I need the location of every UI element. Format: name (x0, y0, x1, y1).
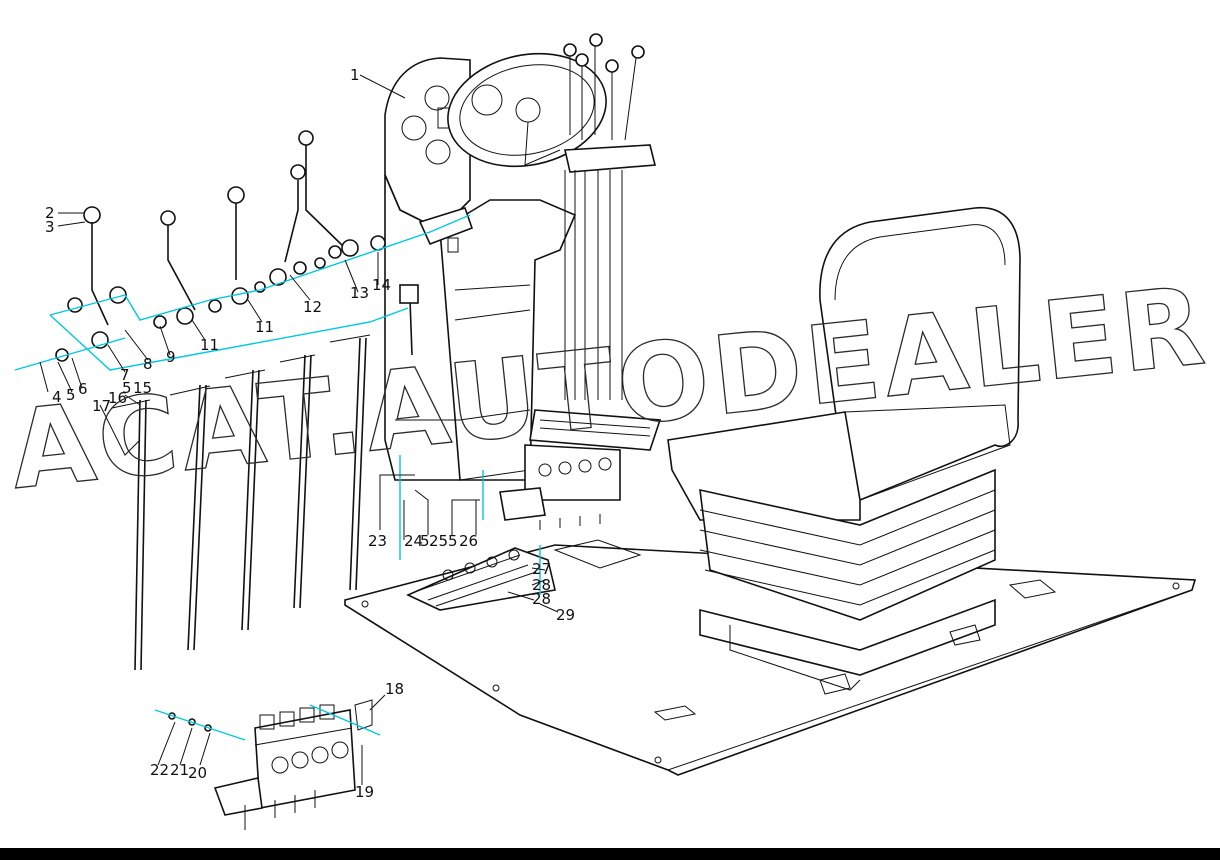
leader-lines (39, 74, 559, 785)
label-part-18: 18 (385, 680, 404, 698)
floor-boot (406, 547, 556, 611)
label-part-5-d: 5 (448, 532, 458, 550)
label-part-23: 23 (368, 532, 387, 550)
label-part-6: 6 (78, 380, 88, 398)
exploded-levers (55, 130, 419, 671)
label-part-12: 12 (303, 298, 322, 316)
label-part-29: 29 (556, 606, 575, 624)
label-part-16: 16 (108, 389, 127, 407)
steering-console (384, 33, 662, 530)
label-part-3: 3 (45, 218, 55, 236)
label-part-8: 8 (143, 355, 153, 373)
label-part-25: 25 (429, 532, 448, 550)
label-part-5-b: 5 (122, 379, 132, 397)
label-part-13: 13 (350, 284, 369, 302)
label-part-19: 19 (355, 783, 374, 801)
label-part-20: 20 (188, 764, 207, 782)
label-part-14: 14 (372, 276, 391, 294)
label-part-11-a: 11 (200, 336, 219, 354)
label-part-24: 24 (404, 532, 423, 550)
label-part-7: 7 (120, 366, 130, 384)
label-part-27: 27 (532, 560, 551, 578)
control-valve (168, 699, 373, 830)
part-number-labels: 1 2 3 4 5 6 7 8 9 11 11 12 13 14 15 5 16… (45, 66, 575, 801)
bottom-frame-bar (0, 848, 1220, 860)
label-part-26: 26 (459, 532, 478, 550)
label-part-15: 15 (133, 379, 152, 397)
label-part-9: 9 (166, 348, 176, 366)
label-part-4: 4 (52, 388, 62, 406)
label-part-21: 21 (170, 761, 189, 779)
label-part-28-b: 28 (532, 590, 551, 608)
operator-seat (667, 206, 1021, 695)
label-part-11-b: 11 (255, 318, 274, 336)
label-part-22: 22 (150, 761, 169, 779)
label-part-2: 2 (45, 204, 55, 222)
label-part-1: 1 (350, 66, 360, 84)
assembly-guide-lines (14, 214, 541, 741)
label-part-28-a: 28 (532, 576, 551, 594)
label-part-17: 17 (92, 397, 111, 415)
label-part-5-c: 5 (420, 532, 430, 550)
label-part-5-a: 5 (66, 386, 76, 404)
